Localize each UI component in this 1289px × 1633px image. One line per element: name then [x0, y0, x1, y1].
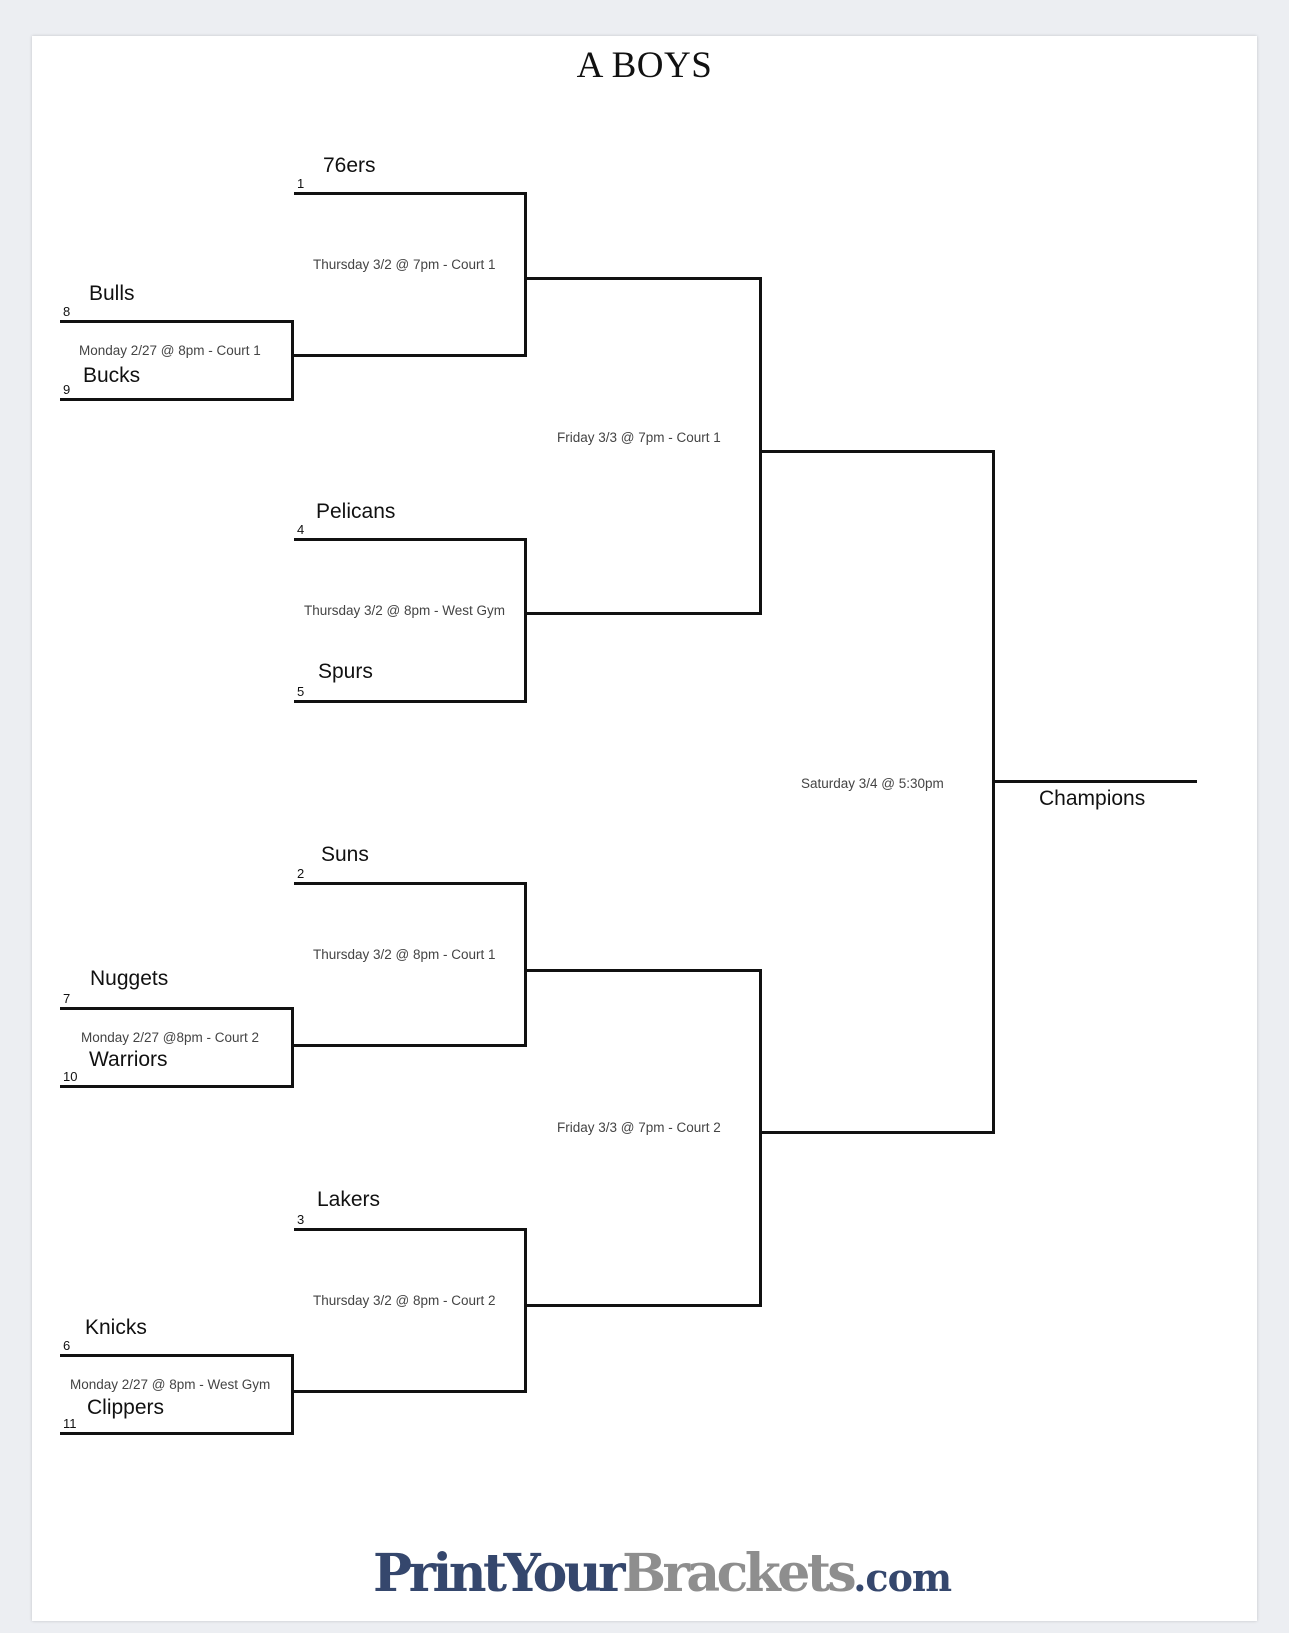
game-quarterfinal-1: Thursday 3/2 @ 7pm - Court 1	[313, 257, 496, 272]
printyourbrackets-logo: PrintYourBrackets.com	[373, 1548, 952, 1600]
logo-part-printyour: PrintYour	[373, 1543, 626, 1604]
seed-clippers: 11	[63, 1416, 77, 1431]
line-spurs	[294, 700, 527, 703]
line-sf1-out	[759, 450, 995, 453]
team-nuggets: Nuggets	[90, 967, 169, 990]
line-bulls-bucks-out	[291, 354, 527, 357]
line-bulls	[60, 320, 293, 323]
bracket-title: A BOYS	[576, 45, 713, 86]
line-warriors	[60, 1085, 293, 1088]
team-76ers: 76ers	[323, 154, 376, 177]
seed-lakers: 3	[297, 1212, 305, 1227]
seed-warriors: 10	[63, 1069, 78, 1084]
seed-knicks: 6	[63, 1338, 71, 1353]
line-nuggets	[60, 1007, 293, 1010]
line-pelicans	[294, 538, 527, 541]
line-qf2-out	[524, 612, 762, 615]
line-final-join	[992, 450, 995, 1134]
logo-part-com: .com	[853, 1555, 952, 1600]
team-bucks: Bucks	[83, 364, 141, 387]
game-quarterfinal-3: Thursday 3/2 @ 8pm - Court 1	[313, 947, 496, 962]
game-nuggets-warriors: Monday 2/27 @8pm - Court 2	[81, 1030, 260, 1045]
team-suns: Suns	[321, 843, 369, 866]
seed-76ers: 1	[297, 176, 305, 191]
game-semifinal-2: Friday 3/3 @ 7pm - Court 2	[557, 1120, 721, 1135]
line-qf2-join	[524, 538, 527, 703]
seed-pelicans: 4	[297, 522, 305, 537]
team-spurs: Spurs	[318, 660, 373, 683]
line-qf3-out	[524, 969, 762, 972]
seed-suns: 2	[297, 866, 305, 881]
game-quarterfinal-4: Thursday 3/2 @ 8pm - Court 2	[313, 1293, 496, 1308]
seed-bucks: 9	[63, 382, 71, 397]
line-nuggets-warriors-join	[291, 1007, 294, 1088]
line-76ers	[294, 192, 527, 195]
line-bulls-bucks-join	[291, 320, 294, 401]
team-pelicans: Pelicans	[316, 500, 396, 523]
line-nuggets-warriors-out	[291, 1044, 527, 1047]
team-lakers: Lakers	[317, 1188, 381, 1211]
team-warriors: Warriors	[89, 1048, 168, 1071]
game-quarterfinal-2: Thursday 3/2 @ 8pm - West Gym	[304, 603, 506, 618]
line-qf1-out	[524, 277, 762, 280]
seed-bulls: 8	[63, 304, 71, 319]
line-lakers	[294, 1228, 527, 1231]
team-knicks: Knicks	[85, 1316, 147, 1339]
line-champion	[992, 780, 1197, 783]
seed-spurs: 5	[297, 684, 305, 699]
game-knicks-clippers: Monday 2/27 @ 8pm - West Gym	[70, 1377, 271, 1392]
line-qf4-out	[524, 1304, 762, 1307]
logo-part-brackets: Brackets	[622, 1543, 857, 1604]
game-final: Saturday 3/4 @ 5:30pm	[801, 776, 944, 791]
line-bucks	[60, 398, 293, 401]
line-knicks-clippers-join	[291, 1354, 294, 1435]
line-sf1-join	[759, 277, 762, 615]
champions-label: Champions	[1039, 787, 1146, 810]
line-sf2-join	[759, 969, 762, 1307]
seed-nuggets: 7	[63, 991, 71, 1006]
game-semifinal-1: Friday 3/3 @ 7pm - Court 1	[557, 430, 721, 445]
line-qf4-join	[524, 1228, 527, 1393]
line-knicks-clippers-out	[291, 1390, 527, 1393]
game-bulls-bucks: Monday 2/27 @ 8pm - Court 1	[79, 343, 261, 358]
line-qf3-join	[524, 882, 527, 1047]
line-knicks	[60, 1354, 293, 1357]
line-clippers	[60, 1432, 293, 1435]
line-qf1-join	[524, 192, 527, 357]
team-clippers: Clippers	[87, 1396, 165, 1419]
line-sf2-out	[759, 1131, 995, 1134]
team-bulls: Bulls	[89, 282, 135, 305]
line-suns	[294, 882, 527, 885]
